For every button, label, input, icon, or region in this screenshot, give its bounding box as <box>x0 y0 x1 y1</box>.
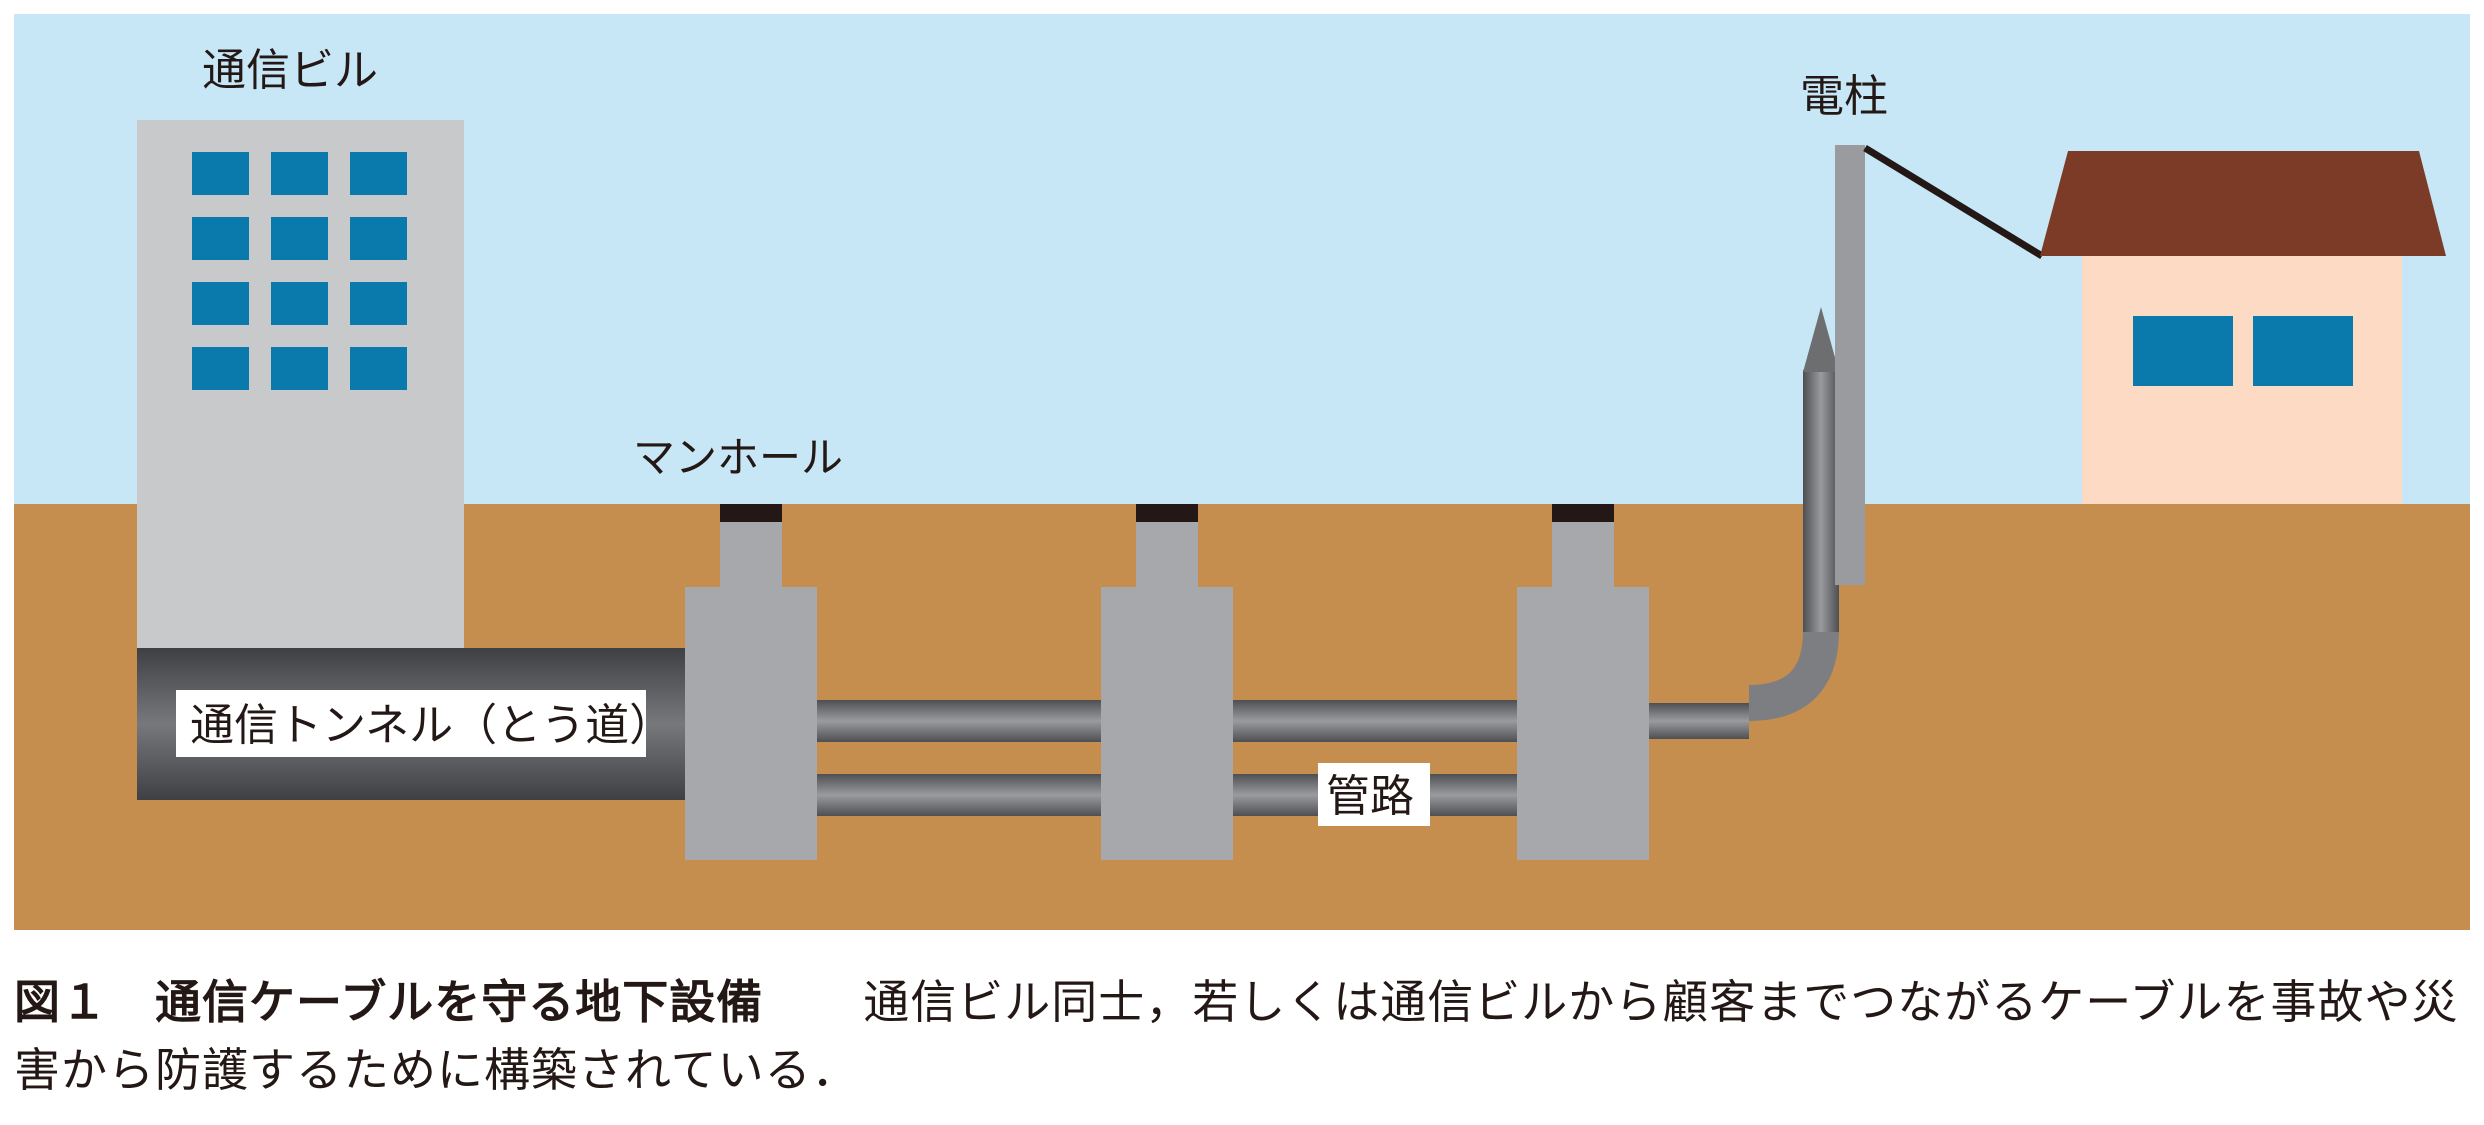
tunnel-label-box <box>176 690 646 757</box>
caption-title: 図１ 通信ケーブルを守る地下設備 <box>14 975 764 1029</box>
label-manhole: マンホール <box>633 433 843 482</box>
manhole-icon <box>1101 504 1233 860</box>
manhole-icon <box>1517 504 1649 860</box>
house-icon <box>2040 151 2446 504</box>
office-building-icon <box>137 120 464 650</box>
caption-body: 通信ビル同士，若しくは通信ビルから顧客までつながるケーブルを事故や災害から防護す… <box>14 975 2459 1097</box>
underground-facilities-diagram: 通信ビル 電柱 マンホール 通信トンネル（とう道） 管路 <box>14 14 2470 930</box>
utility-pole-icon <box>1835 145 2044 585</box>
manhole-icon <box>685 504 817 860</box>
label-tunnel: 通信トンネル（とう道） <box>190 700 673 751</box>
conduit-label-box <box>1318 763 1430 826</box>
label-pole: 電柱 <box>1800 71 1888 122</box>
figure-caption: 図１ 通信ケーブルを守る地下設備通信ビル同士，若しくは通信ビルから顧客までつなが… <box>14 968 2474 1104</box>
label-conduit: 管路 <box>1326 771 1414 822</box>
label-building: 通信ビル <box>202 45 378 96</box>
